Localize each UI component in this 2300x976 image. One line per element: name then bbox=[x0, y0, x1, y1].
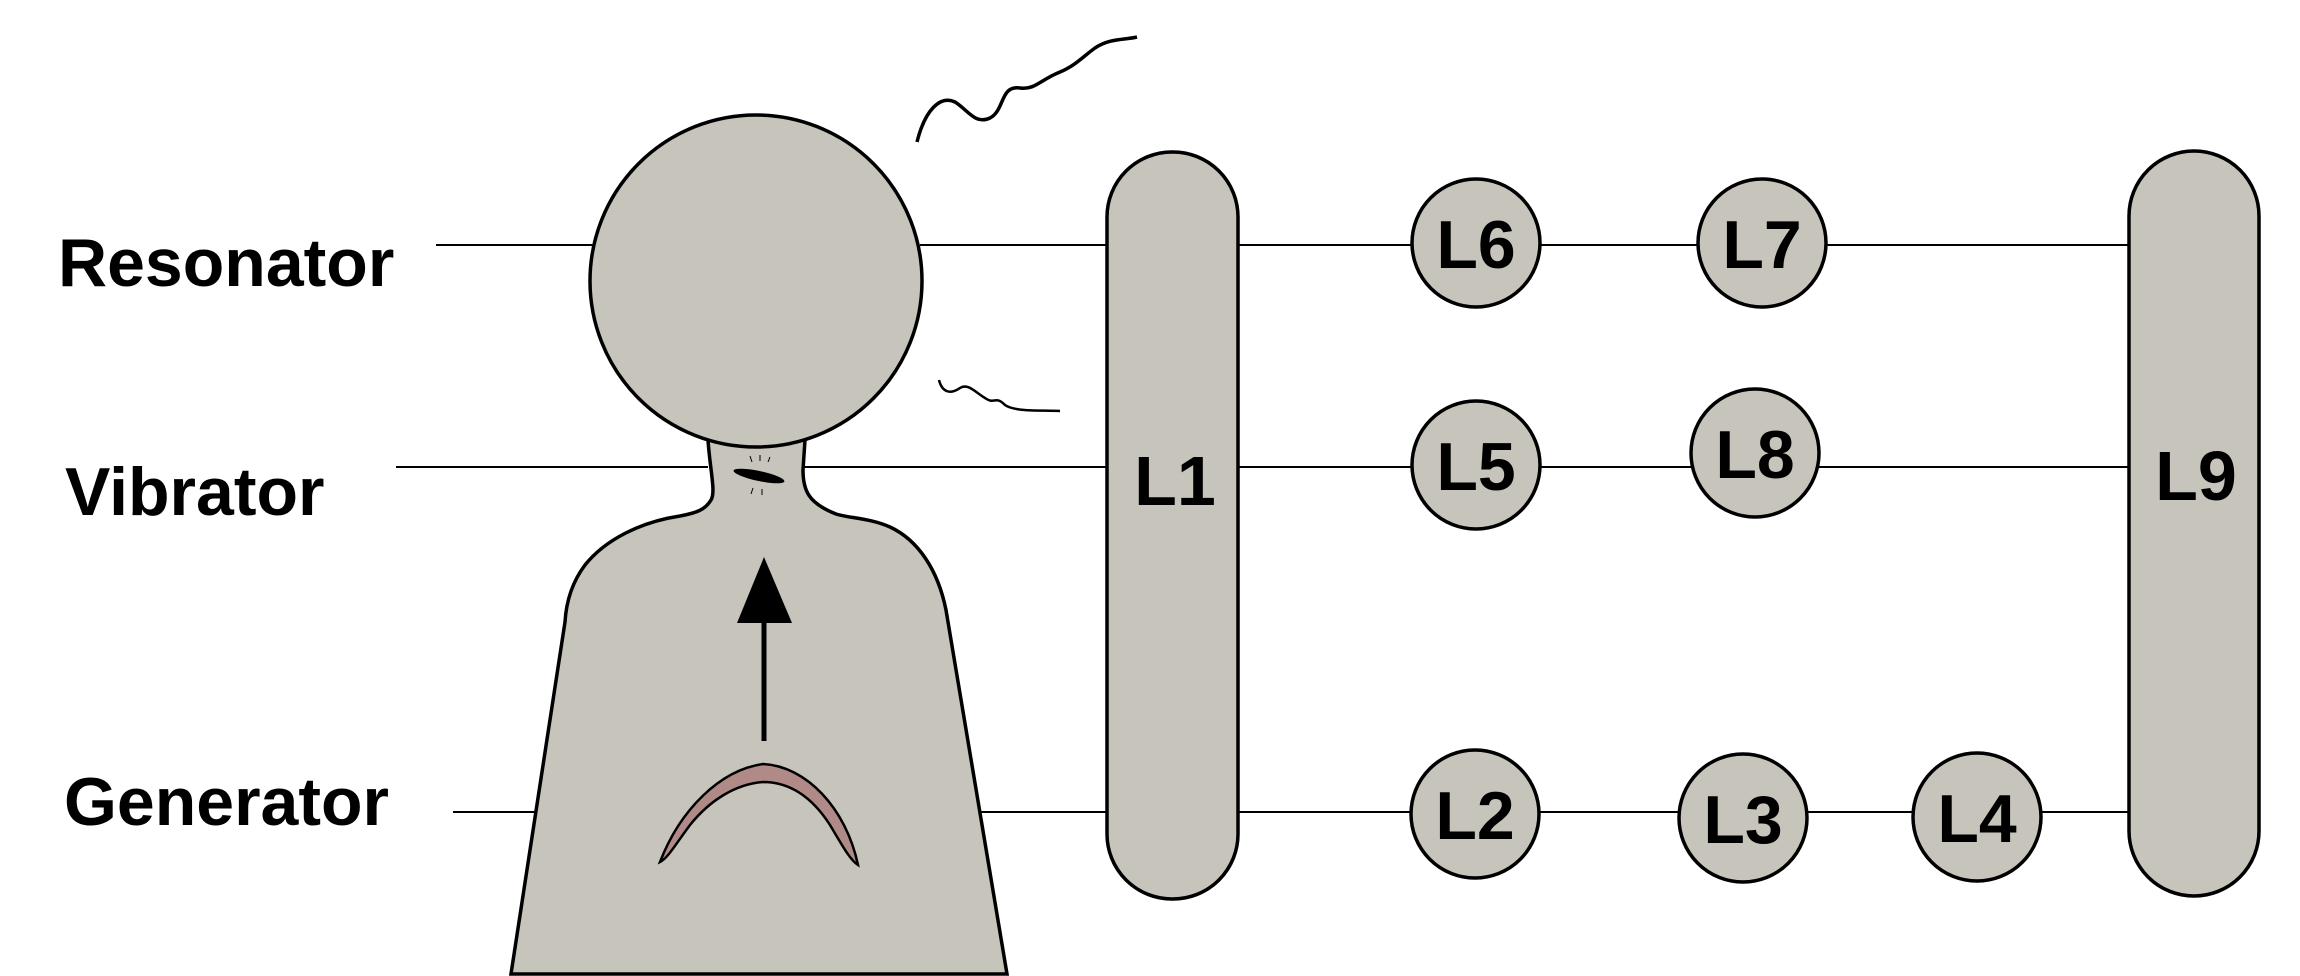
node-l4: L4 bbox=[1911, 751, 2043, 883]
airflow-arrow-icon bbox=[737, 557, 792, 741]
node-l2-label: L2 bbox=[1435, 778, 1514, 854]
human-figure bbox=[508, 113, 1010, 976]
node-l5: L5 bbox=[1410, 399, 1542, 531]
lung-icon bbox=[657, 762, 860, 868]
generator-label: Generator bbox=[64, 764, 389, 840]
node-l8: L8 bbox=[1689, 387, 1821, 519]
node-l1: L1 bbox=[1105, 150, 1240, 901]
sound-wave-small-icon bbox=[937, 379, 1061, 413]
node-l7-label: L7 bbox=[1722, 207, 1801, 283]
node-l5-label: L5 bbox=[1436, 429, 1515, 505]
node-l3-label: L3 bbox=[1703, 782, 1782, 858]
vocal-fold-icon bbox=[733, 455, 785, 495]
node-l4-label: L4 bbox=[1937, 781, 2017, 857]
node-l9: L9 bbox=[2127, 149, 2261, 898]
node-l7: L7 bbox=[1696, 177, 1828, 309]
node-l6-label: L6 bbox=[1436, 207, 1515, 283]
node-l9-label: L9 bbox=[2155, 437, 2237, 515]
vibrator-label: Vibrator bbox=[65, 454, 324, 530]
node-l6: L6 bbox=[1410, 177, 1542, 309]
node-l1-label: L1 bbox=[1134, 442, 1216, 520]
sound-wave-large-icon bbox=[915, 35, 1138, 143]
resonator-label: Resonator bbox=[58, 225, 394, 301]
head bbox=[588, 113, 924, 449]
node-l8-label: L8 bbox=[1715, 417, 1794, 493]
node-l2: L2 bbox=[1409, 748, 1541, 880]
torso bbox=[508, 438, 1010, 976]
node-l3: L3 bbox=[1677, 752, 1809, 884]
